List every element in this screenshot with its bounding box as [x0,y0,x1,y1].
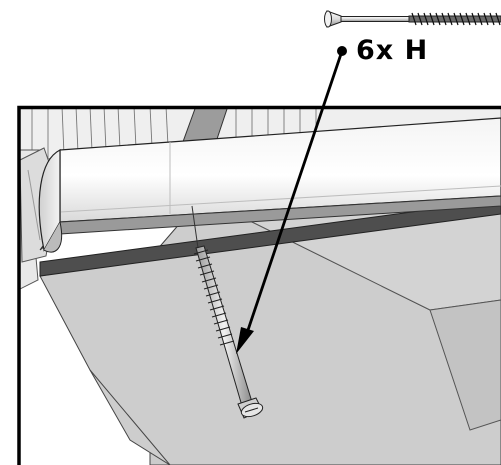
leader-arrowhead [236,327,254,354]
screw-in-scene [193,245,264,419]
quantity-callout-label: 6x H [356,35,429,66]
screw-alignment-line [191,205,199,249]
rail-shadow [39,199,501,277]
detail-frame-border [17,105,501,465]
arrow-icon [236,46,347,354]
floor-panel [39,179,501,465]
screw-icon [324,10,501,28]
horizontal-rail [38,117,501,253]
detail-view [17,105,501,465]
